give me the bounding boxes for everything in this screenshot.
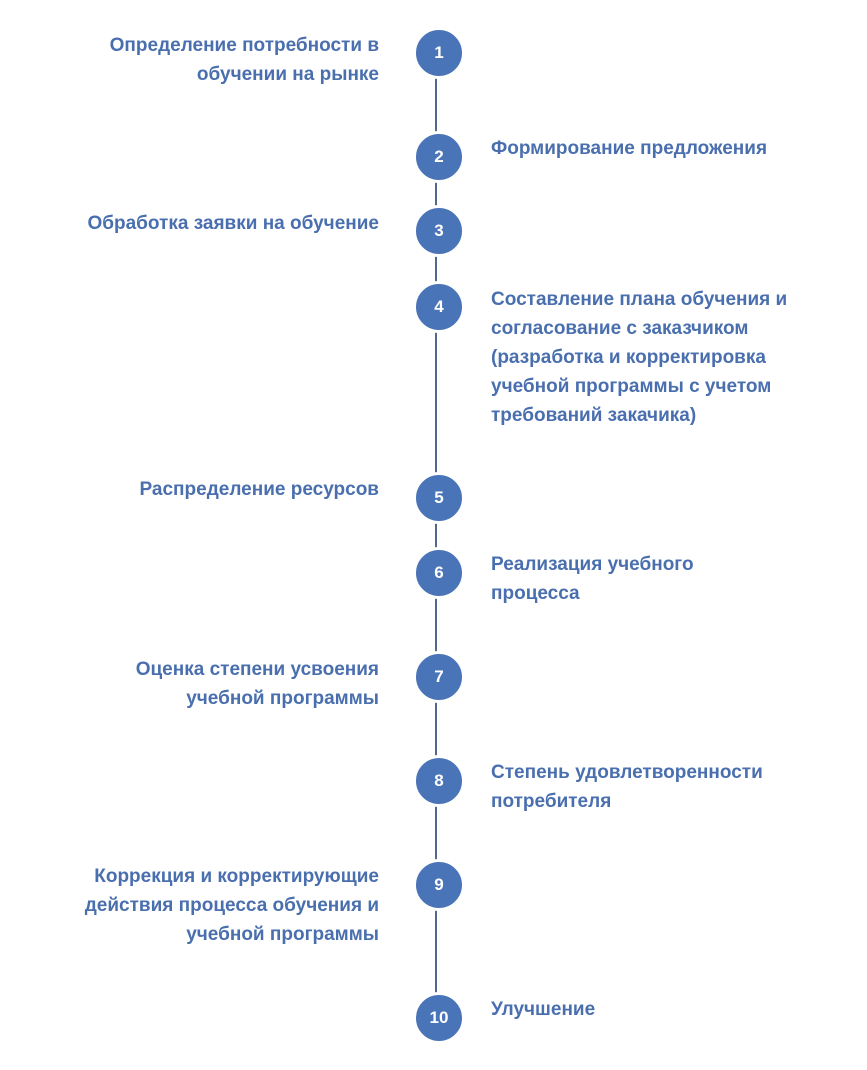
step-node-6: 6 — [413, 547, 465, 599]
step-node-4: 4 — [413, 281, 465, 333]
step-label-8: Степень удовлетворенности потребителя — [491, 762, 763, 812]
step-node-7: 7 — [413, 651, 465, 703]
step-node-10: 10 — [413, 992, 465, 1044]
step-label-4: Составление плана обучения и согласовани… — [491, 289, 788, 426]
step-node-3: 3 — [413, 205, 465, 257]
step-label-1: Определение потребности в обучении на ры… — [109, 35, 379, 85]
step-label-9: Коррекция и корректирующие действия проц… — [84, 866, 379, 945]
step-label-5: Распределение ресурсов — [139, 479, 380, 500]
step-label-3: Обработка заявки на обучение — [87, 213, 379, 234]
step-node-9: 9 — [413, 859, 465, 911]
step-node-5: 5 — [413, 472, 465, 524]
step-node-1: 1 — [413, 27, 465, 79]
step-node-2: 2 — [413, 131, 465, 183]
step-label-6: Реализация учебного процесса — [491, 554, 694, 604]
step-label-10: Улучшение — [491, 999, 596, 1020]
step-label-7: Оценка степени усвоения учебной программ… — [135, 659, 379, 709]
step-node-8: 8 — [413, 755, 465, 807]
step-label-2: Формирование предложения — [491, 138, 768, 159]
timeline-axis — [435, 50, 437, 1015]
